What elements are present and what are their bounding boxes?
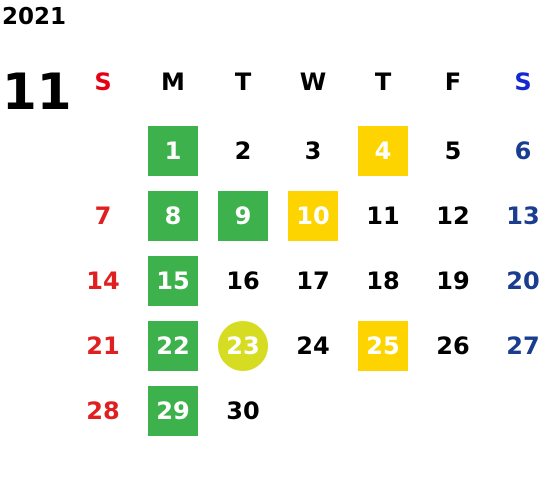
day-cell[interactable]: 7 (68, 183, 138, 248)
day-8[interactable]: 8 (148, 190, 198, 241)
day-cell[interactable]: 30 (208, 378, 278, 443)
day-cell[interactable]: 3 (278, 118, 348, 183)
day-10[interactable]: 10 (288, 190, 338, 241)
day-26[interactable]: 26 (436, 331, 470, 360)
day-14[interactable]: 14 (86, 266, 120, 295)
day-1[interactable]: 1 (148, 125, 198, 176)
day-6[interactable]: 6 (514, 136, 532, 165)
day-cell[interactable]: 24 (278, 313, 348, 378)
day-cell[interactable]: 19 (418, 248, 488, 313)
day-19[interactable]: 19 (436, 266, 470, 295)
weekday-saturday: S (514, 68, 532, 96)
day-cell[interactable]: 9 (208, 183, 278, 248)
weekday-wednesday: W (299, 68, 327, 96)
day-9[interactable]: 9 (218, 190, 268, 241)
weekday-monday: M (161, 68, 185, 96)
day-cell[interactable]: 10 (278, 183, 348, 248)
day-20[interactable]: 20 (506, 266, 540, 295)
day-cell[interactable]: 27 (488, 313, 548, 378)
day-21[interactable]: 21 (86, 331, 120, 360)
day-cell[interactable]: 26 (418, 313, 488, 378)
day-24[interactable]: 24 (296, 331, 330, 360)
day-cell[interactable]: 22 (138, 313, 208, 378)
day-cell[interactable]: 6 (488, 118, 548, 183)
day-cell[interactable]: 4 (348, 118, 418, 183)
day-3[interactable]: 3 (304, 136, 322, 165)
day-cell[interactable]: 17 (278, 248, 348, 313)
day-17[interactable]: 17 (296, 266, 330, 295)
weekday-tuesday: T (234, 68, 252, 96)
day-12[interactable]: 12 (436, 201, 470, 230)
day-cell[interactable]: 8 (138, 183, 208, 248)
day-27[interactable]: 27 (506, 331, 540, 360)
day-28[interactable]: 28 (86, 396, 120, 425)
day-5[interactable]: 5 (444, 136, 462, 165)
day-7[interactable]: 7 (94, 201, 112, 230)
weekday-sunday: S (94, 68, 112, 96)
day-cell[interactable]: 13 (488, 183, 548, 248)
calendar-month: 11 (2, 63, 72, 121)
day-cell[interactable]: 12 (418, 183, 488, 248)
day-cell[interactable]: 29 (138, 378, 208, 443)
day-4[interactable]: 4 (358, 125, 408, 176)
weekday-thursday: T (374, 68, 392, 96)
day-16[interactable]: 16 (226, 266, 260, 295)
day-23[interactable]: 23 (218, 320, 268, 371)
day-29[interactable]: 29 (148, 385, 198, 436)
day-15[interactable]: 15 (148, 255, 198, 306)
weekday-friday: F (444, 68, 462, 96)
day-cell[interactable]: 23 (208, 313, 278, 378)
day-cell[interactable]: 28 (68, 378, 138, 443)
day-25[interactable]: 25 (358, 320, 408, 371)
day-cell[interactable]: 16 (208, 248, 278, 313)
empty-cell (68, 118, 138, 183)
day-13[interactable]: 13 (506, 201, 540, 230)
day-2[interactable]: 2 (234, 136, 252, 165)
day-cell[interactable]: 11 (348, 183, 418, 248)
day-cell[interactable]: 18 (348, 248, 418, 313)
day-cell[interactable]: 5 (418, 118, 488, 183)
day-30[interactable]: 30 (226, 396, 260, 425)
day-cell[interactable]: 2 (208, 118, 278, 183)
day-22[interactable]: 22 (148, 320, 198, 371)
day-cell[interactable]: 20 (488, 248, 548, 313)
day-cell[interactable]: 21 (68, 313, 138, 378)
calendar-year: 2021 (2, 4, 67, 30)
day-cell[interactable]: 1 (138, 118, 208, 183)
day-cell[interactable]: 15 (138, 248, 208, 313)
day-11[interactable]: 11 (366, 201, 400, 230)
day-cell[interactable]: 14 (68, 248, 138, 313)
day-cell[interactable]: 25 (348, 313, 418, 378)
day-18[interactable]: 18 (366, 266, 400, 295)
